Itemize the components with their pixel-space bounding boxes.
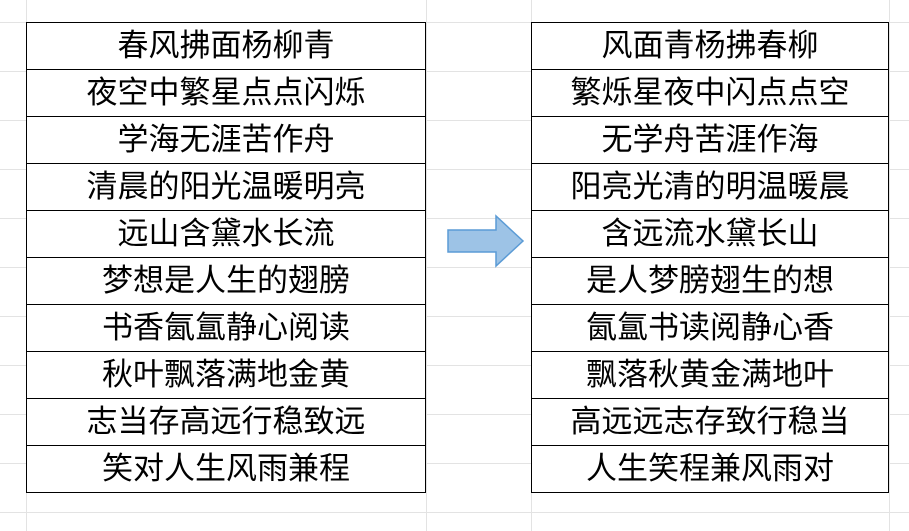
cell[interactable]: 远山含黛水长流 bbox=[26, 210, 426, 258]
cell[interactable]: 高远远志存致行稳当 bbox=[531, 398, 889, 446]
grid-line bbox=[0, 218, 909, 219]
table-row: 氤氲书读阅静心香 bbox=[531, 304, 889, 352]
cell[interactable]: 飘落秋黄金满地叶 bbox=[531, 351, 889, 399]
table-row: 书香氤氲静心阅读 bbox=[26, 304, 426, 352]
table-row: 风面青杨拂春柳 bbox=[531, 22, 889, 70]
cell[interactable]: 夜空中繁星点点闪烁 bbox=[26, 69, 426, 117]
grid-line bbox=[0, 71, 909, 72]
table-row: 春风拂面杨柳青 bbox=[26, 22, 426, 70]
table-row: 飘落秋黄金满地叶 bbox=[531, 351, 889, 399]
grid-line bbox=[0, 316, 909, 317]
cell[interactable]: 秋叶飘落满地金黄 bbox=[26, 351, 426, 399]
cell[interactable]: 无学舟苦涯作海 bbox=[531, 116, 889, 164]
grid-line bbox=[426, 0, 427, 531]
cell[interactable]: 含远流水黛长山 bbox=[531, 210, 889, 258]
table-row: 含远流水黛长山 bbox=[531, 210, 889, 258]
table-row: 梦想是人生的翅膀 bbox=[26, 257, 426, 305]
right-arrow-icon bbox=[447, 214, 525, 268]
cell[interactable]: 志当存高远行稳致远 bbox=[26, 398, 426, 446]
cell[interactable]: 梦想是人生的翅膀 bbox=[26, 257, 426, 305]
table-row: 笑对人生风雨兼程 bbox=[26, 445, 426, 493]
cell[interactable]: 书香氤氲静心阅读 bbox=[26, 304, 426, 352]
table-row: 夜空中繁星点点闪烁 bbox=[26, 69, 426, 117]
original-phrases-table: 春风拂面杨柳青夜空中繁星点点闪烁学海无涯苦作舟清晨的阳光温暖明亮远山含黛水长流梦… bbox=[26, 22, 426, 493]
cell[interactable]: 笑对人生风雨兼程 bbox=[26, 445, 426, 493]
cell[interactable]: 是人梦膀翅生的想 bbox=[531, 257, 889, 305]
table-row: 人生笑程兼风雨对 bbox=[531, 445, 889, 493]
table-row: 志当存高远行稳致远 bbox=[26, 398, 426, 446]
grid-line bbox=[0, 22, 909, 23]
grid-line bbox=[0, 414, 909, 415]
table-row: 繁烁星夜中闪点点空 bbox=[531, 69, 889, 117]
grid-line bbox=[0, 365, 909, 366]
grid-line bbox=[0, 512, 909, 513]
table-row: 是人梦膀翅生的想 bbox=[531, 257, 889, 305]
table-row: 秋叶飘落满地金黄 bbox=[26, 351, 426, 399]
cell[interactable]: 阳亮光清的明温暖晨 bbox=[531, 163, 889, 211]
table-row: 学海无涯苦作舟 bbox=[26, 116, 426, 164]
table-row: 远山含黛水长流 bbox=[26, 210, 426, 258]
cell[interactable]: 繁烁星夜中闪点点空 bbox=[531, 69, 889, 117]
cell[interactable]: 氤氲书读阅静心香 bbox=[531, 304, 889, 352]
grid-line bbox=[0, 169, 909, 170]
table-row: 清晨的阳光温暖明亮 bbox=[26, 163, 426, 211]
table-row: 无学舟苦涯作海 bbox=[531, 116, 889, 164]
grid-line bbox=[0, 120, 909, 121]
grid-line bbox=[889, 0, 890, 531]
table-row: 高远远志存致行稳当 bbox=[531, 398, 889, 446]
cell[interactable]: 人生笑程兼风雨对 bbox=[531, 445, 889, 493]
cell[interactable]: 风面青杨拂春柳 bbox=[531, 22, 889, 70]
table-row: 阳亮光清的明温暖晨 bbox=[531, 163, 889, 211]
cell[interactable]: 清晨的阳光温暖明亮 bbox=[26, 163, 426, 211]
cell[interactable]: 春风拂面杨柳青 bbox=[26, 22, 426, 70]
grid-line bbox=[0, 463, 909, 464]
shuffled-phrases-table: 风面青杨拂春柳繁烁星夜中闪点点空无学舟苦涯作海阳亮光清的明温暖晨含远流水黛长山是… bbox=[531, 22, 889, 493]
grid-line bbox=[0, 267, 909, 268]
cell[interactable]: 学海无涯苦作舟 bbox=[26, 116, 426, 164]
